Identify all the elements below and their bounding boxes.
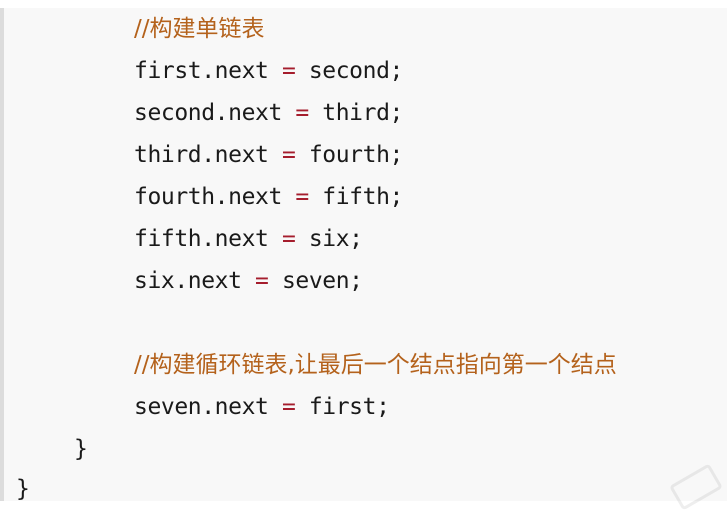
code-lhs: fourth.next xyxy=(134,184,282,210)
code-lhs: second.next xyxy=(134,100,282,126)
code-rhs: second; xyxy=(308,58,404,84)
closing-brace-inner: } xyxy=(74,428,88,470)
assign-operator: = xyxy=(281,394,296,420)
code-rhs: six; xyxy=(308,226,363,252)
code-lhs: third.next xyxy=(134,142,269,168)
code-rhs: fifth; xyxy=(322,184,403,210)
code-lhs: seven.next xyxy=(134,394,269,420)
code-line: first.next = second; xyxy=(134,50,403,92)
code-rhs: third; xyxy=(322,100,403,126)
comment-text: //构建单链表 xyxy=(134,16,265,42)
assign-operator: = xyxy=(255,268,269,294)
code-rhs: fourth; xyxy=(308,142,404,168)
assign-operator: = xyxy=(281,142,296,168)
brace-text: } xyxy=(16,476,30,502)
assign-operator: = xyxy=(281,226,296,252)
brace-text: } xyxy=(74,436,88,462)
assign-operator: = xyxy=(295,184,309,210)
assign-operator: = xyxy=(281,58,296,84)
code-line: third.next = fourth; xyxy=(134,134,403,176)
code-line-comment: //构建单链表 xyxy=(134,8,265,50)
code-line-comment: //构建循环链表,让最后一个结点指向第一个结点 xyxy=(134,344,617,386)
code-lhs: six.next xyxy=(134,268,242,294)
closing-brace-outer: } xyxy=(16,468,30,510)
code-line: seven.next = first; xyxy=(134,386,390,428)
code-line: fifth.next = six; xyxy=(134,218,363,260)
code-rhs: seven; xyxy=(281,268,363,294)
comment-text: //构建循环链表,让最后一个结点指向第一个结点 xyxy=(134,352,617,378)
code-lhs: fifth.next xyxy=(134,226,269,252)
code-line: six.next = seven; xyxy=(134,260,363,302)
assign-operator: = xyxy=(295,100,309,126)
code-block: //构建单链表 first.next = second; second.next… xyxy=(0,8,727,511)
code-line: second.next = third; xyxy=(134,92,403,134)
code-line: fourth.next = fifth; xyxy=(134,176,403,218)
code-lhs: first.next xyxy=(134,58,269,84)
watermark-icon xyxy=(669,463,723,511)
code-rhs: first; xyxy=(308,394,390,420)
